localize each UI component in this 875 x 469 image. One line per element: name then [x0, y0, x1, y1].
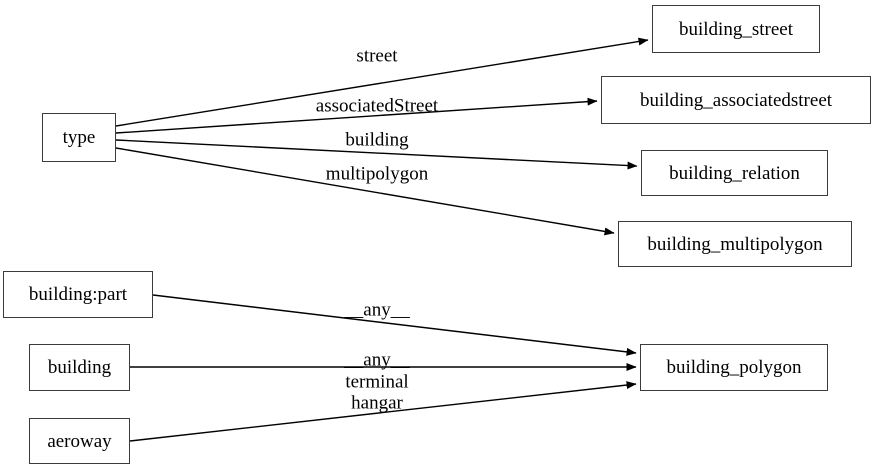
- edge-label-building-any: __any__: [344, 349, 410, 371]
- node-building_part[interactable]: building:part: [3, 271, 153, 318]
- edge-label-aeroway-terminal-hangar-1: hangar: [351, 392, 403, 414]
- edge-label-aeroway-terminal-hangar: terminal: [345, 371, 409, 393]
- node-building_polygon[interactable]: building_polygon: [640, 344, 828, 391]
- node-label: building:part: [28, 284, 128, 305]
- node-building[interactable]: building: [29, 344, 130, 391]
- node-type[interactable]: type: [42, 113, 116, 162]
- edge-label-type-street: street: [356, 45, 398, 67]
- node-label: building_street: [679, 18, 793, 40]
- node-label: aeroway: [47, 430, 112, 452]
- edge-label-type-building: building: [345, 129, 409, 151]
- node-building_multipolygon[interactable]: building_multipolygon: [618, 221, 852, 267]
- node-label: building_polygon: [666, 357, 802, 378]
- node-building_associatedstreet[interactable]: building_associatedstreet: [601, 76, 871, 124]
- node-label: building_associatedstreet: [639, 89, 833, 111]
- edge-label-type-associatedstreet: associatedStreet: [315, 95, 439, 117]
- node-aeroway[interactable]: aeroway: [29, 418, 130, 464]
- node-label: building: [47, 357, 112, 378]
- node-label: building_relation: [669, 162, 800, 184]
- edge-label-type-multipolygon: multipolygon: [325, 163, 429, 185]
- node-building_street[interactable]: building_street: [652, 5, 820, 53]
- node-label: type: [62, 127, 96, 148]
- edge-type-multipolygon: [115, 147, 615, 236]
- node-building_relation[interactable]: building_relation: [641, 150, 828, 196]
- node-label: building_multipolygon: [647, 233, 823, 255]
- edge-label-buildingpart-any: __any__: [344, 299, 410, 321]
